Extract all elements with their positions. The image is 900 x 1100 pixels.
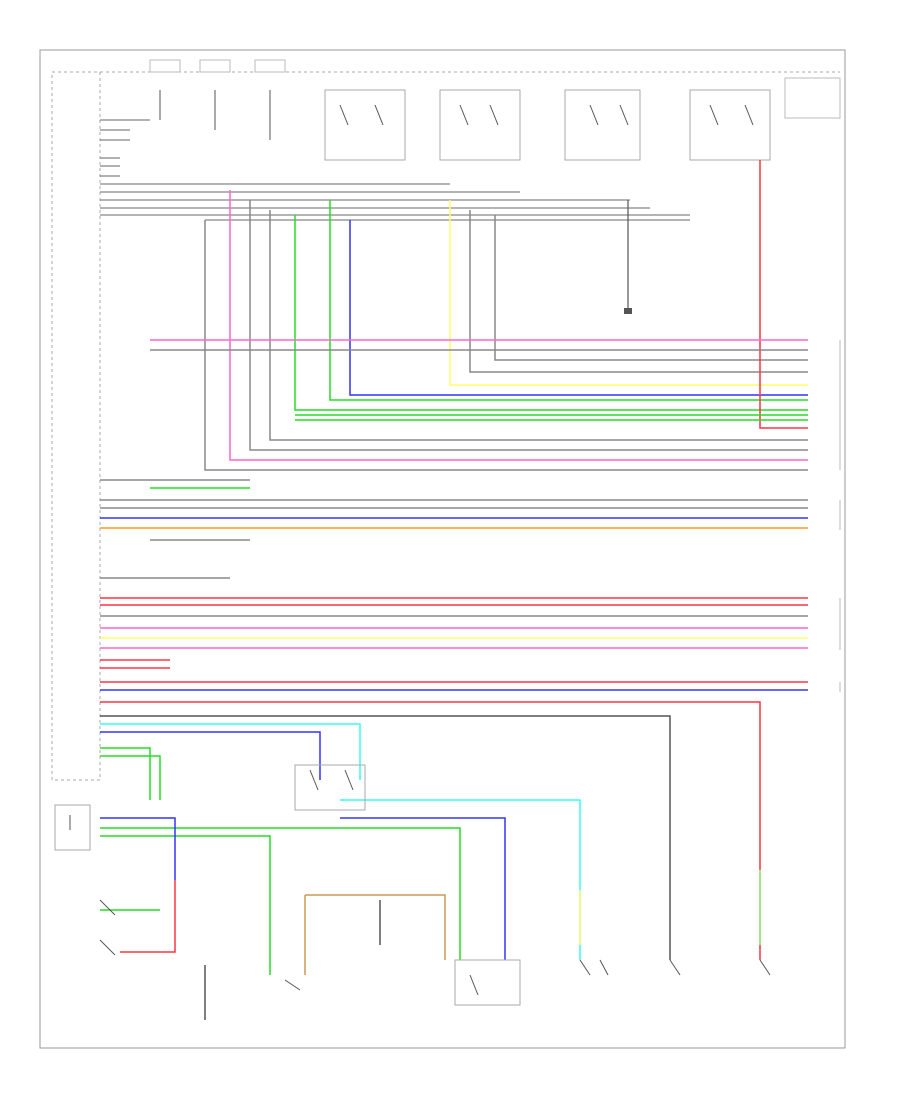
- passenger-door-switch: [54, 804, 91, 851]
- front-right-door-switch: [579, 959, 609, 976]
- right-note-box: [784, 77, 841, 119]
- rear-right-door-switch: [669, 959, 681, 976]
- ground-connector: [624, 200, 632, 314]
- switch-assembly-2: [689, 89, 771, 161]
- rear-left-door-switch: [759, 959, 771, 976]
- ecu-box: [51, 71, 101, 781]
- relay-1: [324, 89, 406, 161]
- middle-wires: [100, 479, 808, 691]
- top-fuse-2: [199, 59, 231, 130]
- diagram-border: [39, 49, 846, 1049]
- key-switch: [284, 979, 301, 991]
- left-lower-assembly: [99, 899, 116, 956]
- center-connector: [294, 764, 366, 811]
- bus-lines: [100, 183, 690, 221]
- lower-routing: [100, 701, 761, 1020]
- switch-assembly-1: [564, 89, 641, 161]
- ecu-pins: [100, 119, 150, 177]
- top-fuse-3: [254, 59, 286, 140]
- vertical-drops: [150, 160, 808, 471]
- driver-door-lock-actuator: [454, 959, 521, 1006]
- relay-2: [439, 89, 521, 161]
- top-fuse-1: [149, 59, 181, 120]
